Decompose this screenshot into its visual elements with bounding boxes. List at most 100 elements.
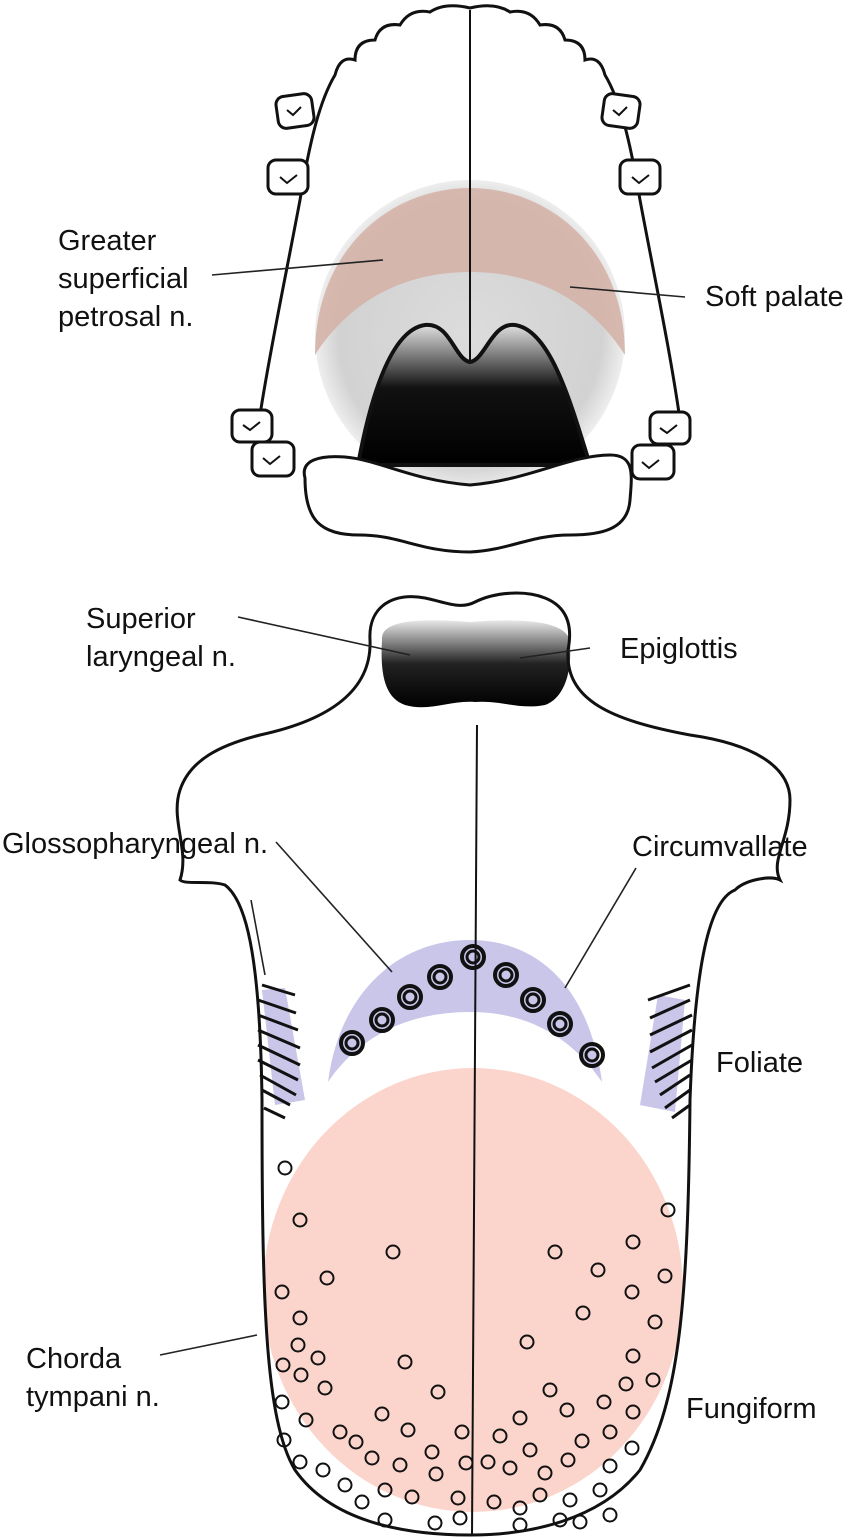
circumvallate-papillae: [339, 944, 605, 1068]
fungiform-papilla: [374, 1406, 390, 1422]
fungiform-papilla: [377, 1482, 393, 1498]
circumvallate-papilla: [584, 1047, 600, 1063]
fungiform-papilla: [458, 1455, 474, 1471]
circumvallate-papilla: [547, 1011, 573, 1037]
fungiform-papilla: [277, 1160, 293, 1176]
circumvallate-papilla: [493, 962, 519, 988]
fungiform-papilla: [512, 1517, 528, 1533]
fungiform-papilla: [454, 1424, 470, 1440]
label-greater-superficial-petrosal: Greater superficial petrosal n.: [58, 222, 193, 336]
fungiform-papilla: [537, 1465, 553, 1481]
tongue: [175, 591, 792, 1537]
label-line: Greater: [58, 225, 157, 257]
epiglottis-shape: [381, 620, 571, 708]
fungiform-papilla: [404, 1489, 420, 1505]
fungiform-papilla: [624, 1440, 640, 1456]
teeth: [230, 92, 692, 481]
fungiform-papilla: [575, 1305, 591, 1321]
fungiform-papilla: [519, 1334, 535, 1350]
fungiform-papilla: [274, 1394, 290, 1410]
fungiform-papilla: [292, 1310, 308, 1326]
fungiform-papilla: [532, 1487, 548, 1503]
circumvallate-papilla: [397, 984, 423, 1010]
label-circumvallate: Circumvallate: [632, 831, 808, 863]
fungiform-papilla: [592, 1482, 608, 1498]
fungiform-papilla: [310, 1350, 326, 1366]
fungiform-papilla: [480, 1454, 496, 1470]
fungiform-papilla: [348, 1434, 364, 1450]
fungiform-papilla: [290, 1337, 306, 1353]
fungiform-papilla: [315, 1462, 331, 1478]
fungiform-papilla: [602, 1458, 618, 1474]
fungiform-papilla: [428, 1466, 444, 1482]
fungiform-papilla: [625, 1234, 641, 1250]
fungiform-papilla: [427, 1515, 443, 1531]
circumvallate-papilla: [374, 1012, 390, 1028]
fungiform-papilla: [385, 1244, 401, 1260]
fungiform-papilla: [590, 1262, 606, 1278]
label-fungiform: Fungiform: [686, 1393, 817, 1425]
circumvallate-papilla: [339, 1030, 365, 1056]
palate-outline: [258, 4, 682, 421]
label-soft-palate: Soft palate: [705, 281, 844, 313]
fungiform-papilla: [486, 1494, 502, 1510]
fungiform-papilla: [552, 1512, 568, 1528]
fungiform-papilla: [292, 1454, 308, 1470]
fungiform-papilla: [337, 1477, 353, 1493]
fungiform-papilla: [424, 1444, 440, 1460]
fungiform-papilla: [512, 1410, 528, 1426]
fungiform-papilla: [364, 1450, 380, 1466]
label-superior-laryngeal: Superior laryngeal n.: [86, 600, 236, 676]
fungiform-papilla: [542, 1382, 558, 1398]
fungiform-papilla: [502, 1460, 518, 1476]
label-line: laryngeal n.: [86, 641, 236, 673]
label-chorda-tympani: Chorda tympani n.: [26, 1340, 160, 1416]
circumvallate-papilla: [460, 944, 486, 970]
fungiform-papilla: [332, 1424, 348, 1440]
fungiform-papilla: [574, 1433, 590, 1449]
fungiform-papillae: [274, 1160, 676, 1533]
fungiform-papilla: [392, 1457, 408, 1473]
label-foliate: Foliate: [716, 1047, 804, 1079]
label-line: petrosal n.: [58, 301, 194, 333]
circumvallate-papilla: [498, 967, 514, 983]
fungiform-papilla: [547, 1244, 563, 1260]
fungiform-papilla: [377, 1512, 393, 1528]
fungiform-papilla: [293, 1367, 309, 1383]
fungiform-papilla: [298, 1412, 314, 1428]
fungiform-papilla: [657, 1268, 673, 1284]
fungiform-papilla: [624, 1284, 640, 1300]
fungiform-papilla: [625, 1348, 641, 1364]
fungiform-papilla: [660, 1202, 676, 1218]
fungiform-papilla: [452, 1510, 468, 1526]
fungiform-papilla: [450, 1490, 466, 1506]
fungiform-papilla: [562, 1492, 578, 1508]
fungiform-papilla: [645, 1372, 661, 1388]
circumvallate-papilla: [427, 964, 453, 990]
fungiform-papilla: [602, 1507, 618, 1523]
fungiform-papilla: [596, 1394, 612, 1410]
circumvallate-papilla: [465, 949, 481, 965]
label-line: tympani n.: [26, 1381, 160, 1413]
circumvallate-papilla: [432, 969, 448, 985]
glossopharyngeal-region: [328, 940, 602, 1082]
fungiform-papilla: [276, 1432, 292, 1448]
fungiform-papilla: [292, 1212, 308, 1228]
fungiform-papilla: [354, 1494, 370, 1510]
fungiform-papilla: [492, 1428, 508, 1444]
fungiform-papilla: [319, 1270, 335, 1286]
circumvallate-papilla: [369, 1007, 395, 1033]
circumvallate-papilla: [344, 1035, 360, 1051]
lower-lip: [302, 453, 633, 554]
fungiform-papilla: [625, 1404, 641, 1420]
fungiform-papilla: [400, 1422, 416, 1438]
fungiform-papilla: [430, 1384, 446, 1400]
label-epiglottis: Epiglottis: [620, 633, 738, 665]
fungiform-papilla: [559, 1402, 575, 1418]
fungiform-papilla: [397, 1354, 413, 1370]
label-line: Superior: [86, 603, 196, 635]
fungiform-papilla: [572, 1514, 588, 1530]
circumvallate-papilla: [525, 992, 541, 1008]
